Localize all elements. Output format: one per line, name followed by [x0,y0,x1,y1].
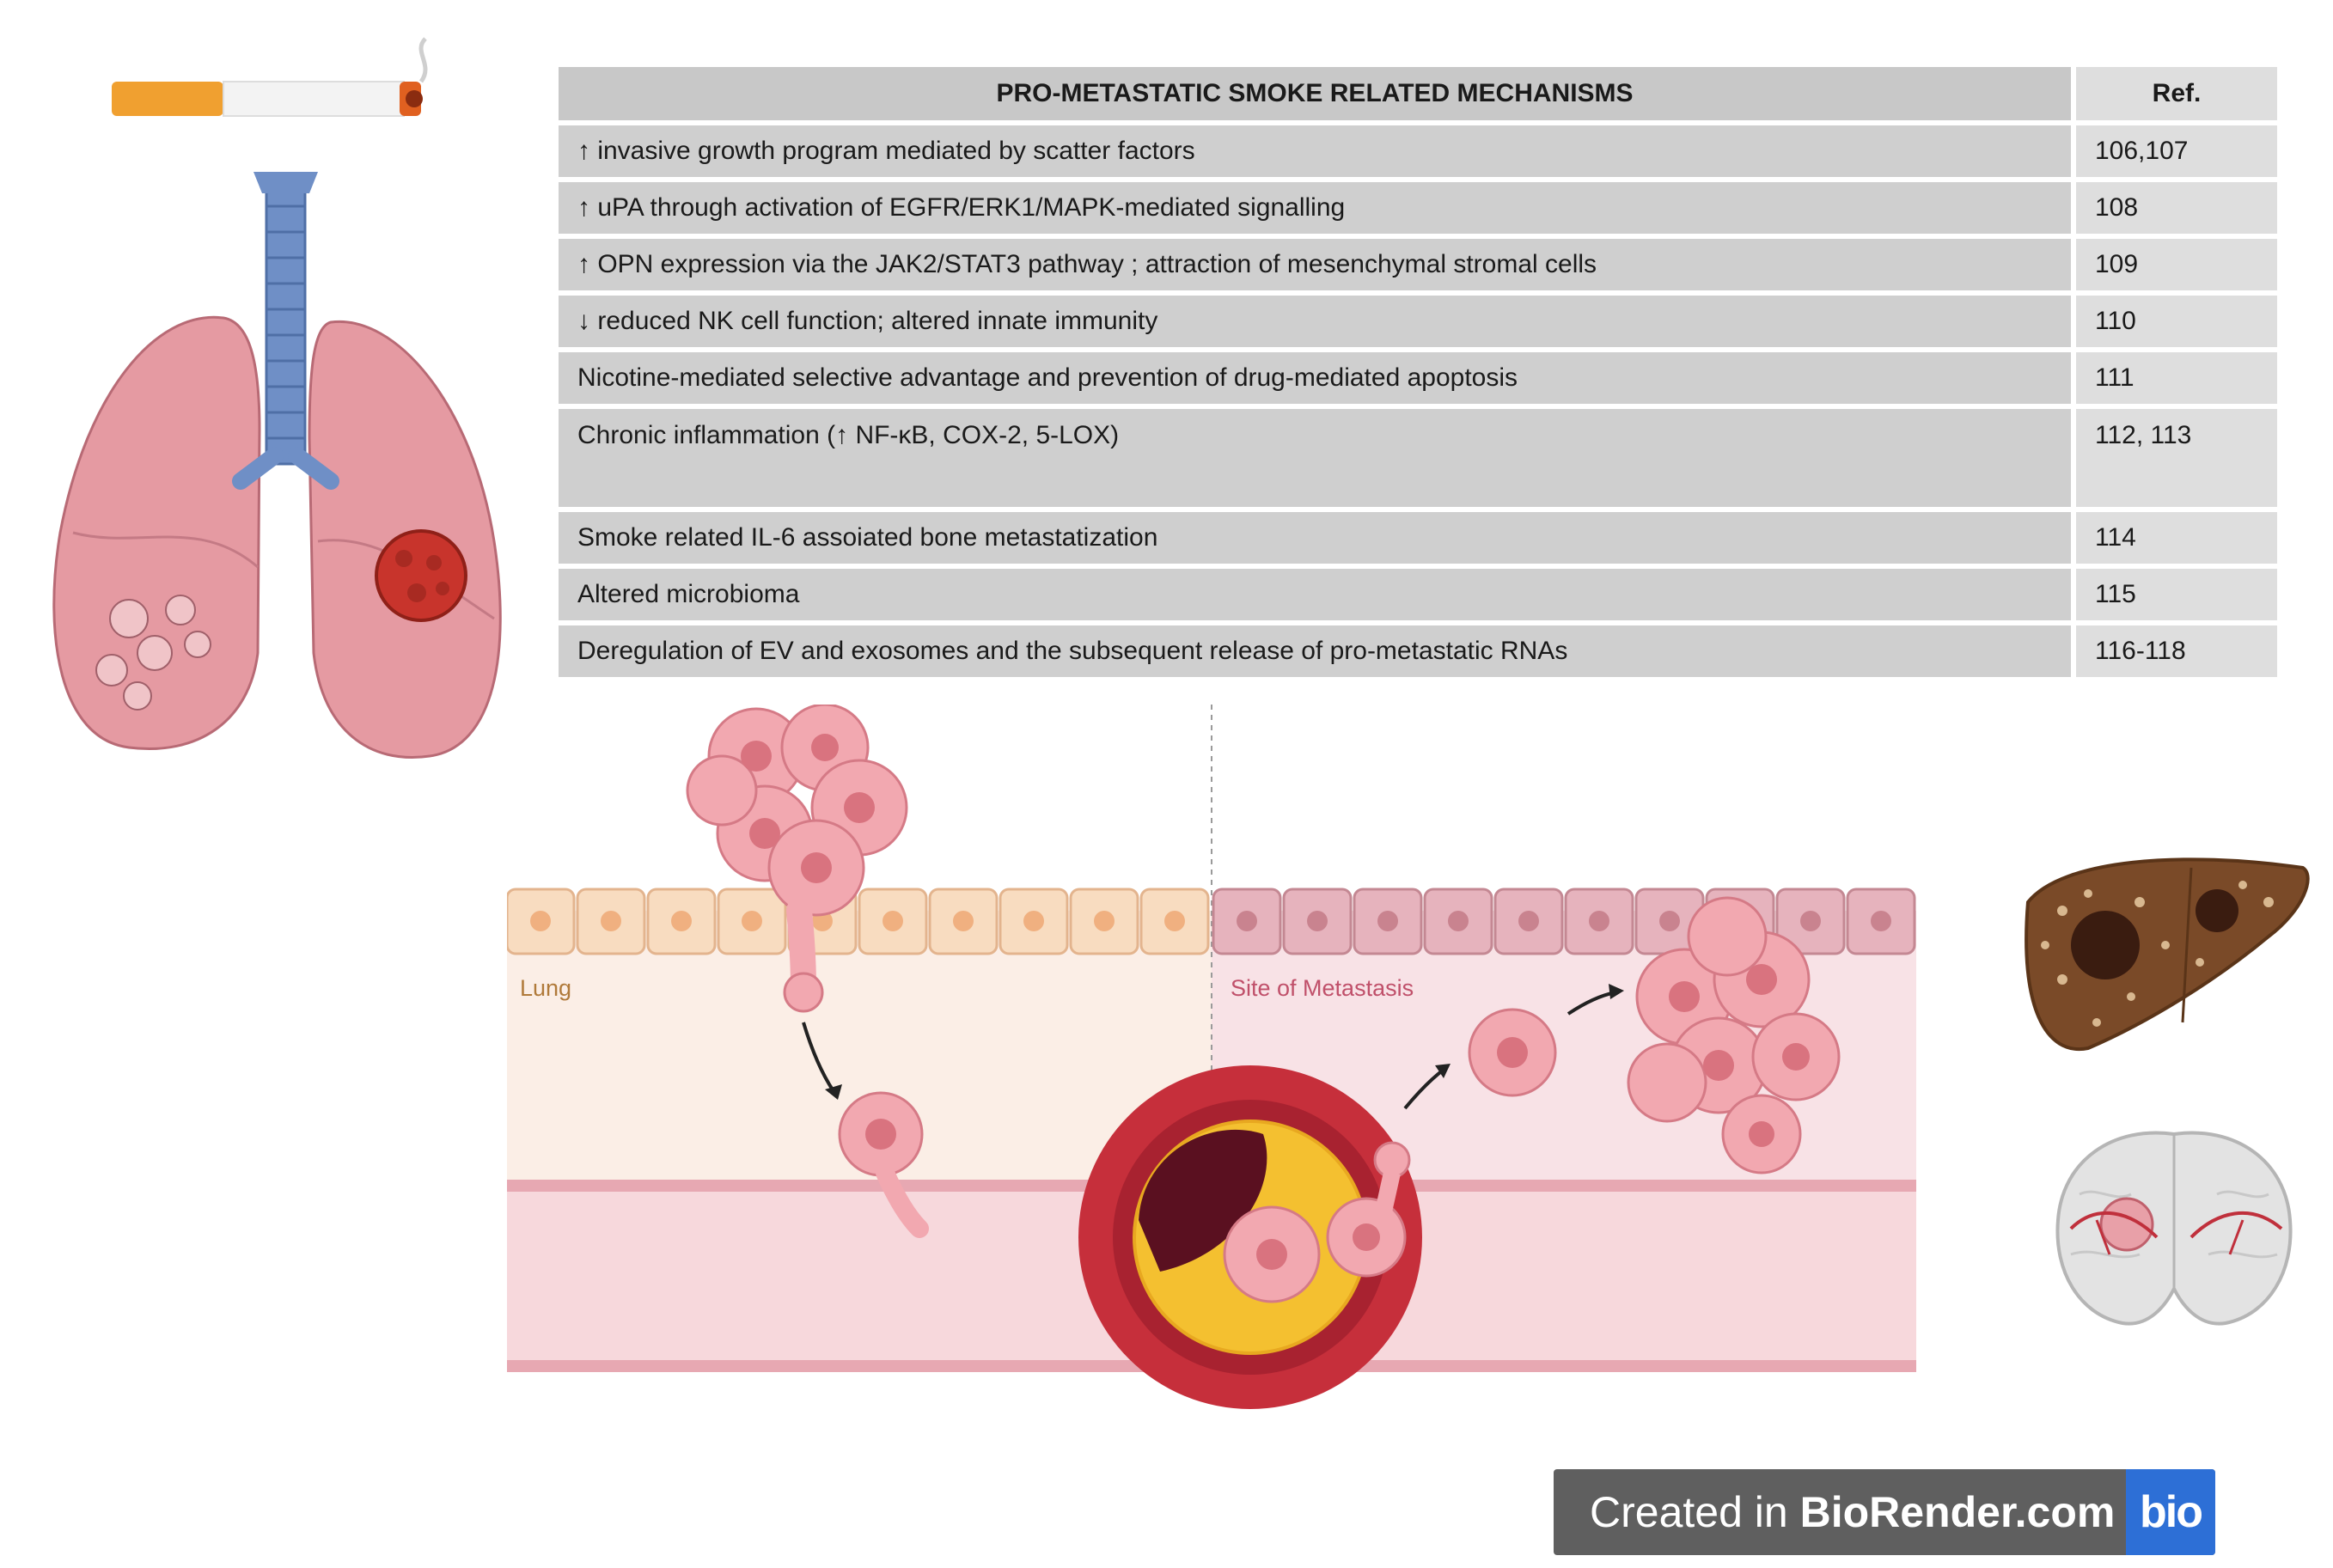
mechanism-cell: ↑ uPA through activation of EGFR/ERK1/MA… [559,182,2071,234]
mechanism-cell: Deregulation of EV and exosomes and the … [559,625,2071,677]
ref-cell: 112, 113 [2071,409,2277,507]
ref-cell: 108 [2071,182,2277,234]
lungs-icon [52,172,502,759]
table-row: Altered microbioma 115 [559,569,2277,620]
mechanism-cell: Chronic inflammation (↑ NF-κB, COX-2, 5-… [559,409,2071,507]
ref-cell: 115 [2071,569,2277,620]
table-row: Chronic inflammation (↑ NF-κB, COX-2, 5-… [559,409,2277,507]
blood-vessel-icon [1078,1065,1422,1409]
lung-label: Lung [520,975,572,1001]
mechanism-cell: ↑ invasive growth program mediated by sc… [559,125,2071,177]
table-row: ↓ reduced NK cell function; altered inna… [559,296,2277,347]
table-row: ↑ OPN expression via the JAK2/STAT3 path… [559,239,2277,290]
badge-text: Created in BioRender.com [1554,1487,2126,1537]
mechanisms-table: PRO-METASTATIC SMOKE RELATED MECHANISMS … [559,62,2277,682]
table-row: Deregulation of EV and exosomes and the … [559,625,2277,677]
cigarette-icon [112,37,428,117]
mechanism-cell: ↓ reduced NK cell function; altered inna… [559,296,2071,347]
ref-cell: 111 [2071,352,2277,404]
ref-cell: 110 [2071,296,2277,347]
brand-text: BioRender.com [1799,1488,2116,1536]
table-row: ↑ uPA through activation of EGFR/ERK1/MA… [559,182,2277,234]
metastasis-pathway-diagram [507,705,1916,1409]
metastasis-site-label: Site of Metastasis [1231,975,1414,1001]
table-row: ↑ invasive growth program mediated by sc… [559,125,2277,177]
ref-cell: 114 [2071,512,2277,564]
mechanism-cell: ↑ OPN expression via the JAK2/STAT3 path… [559,239,2071,290]
ref-cell: 109 [2071,239,2277,290]
lung-epithelium [507,888,1210,955]
mechanism-cell: Altered microbioma [559,569,2071,620]
table-header-row: PRO-METASTATIC SMOKE RELATED MECHANISMS … [559,67,2277,120]
header-mechanisms: PRO-METASTATIC SMOKE RELATED MECHANISMS [559,67,2071,120]
biorender-badge[interactable]: Created in BioRender.com bio [1554,1469,2215,1555]
header-ref: Ref. [2071,67,2277,120]
ref-cell: 106,107 [2071,125,2277,177]
liver-icon [2025,857,2310,1052]
ref-cell: 116-118 [2071,625,2277,677]
table-row: Smoke related IL-6 assoiated bone metast… [559,512,2277,564]
tumor-cell-icon [838,1091,929,1238]
created-in-text: Created in [1590,1488,1800,1536]
biorender-logo-icon: bio [2126,1469,2215,1555]
metastatic-colony [1627,896,1841,1174]
mechanism-cell: Smoke related IL-6 assoiated bone metast… [559,512,2071,564]
mechanism-cell: Nicotine-mediated selective advantage an… [559,352,2071,404]
brain-icon [2055,1131,2293,1326]
table-row: Nicotine-mediated selective advantage an… [559,352,2277,404]
